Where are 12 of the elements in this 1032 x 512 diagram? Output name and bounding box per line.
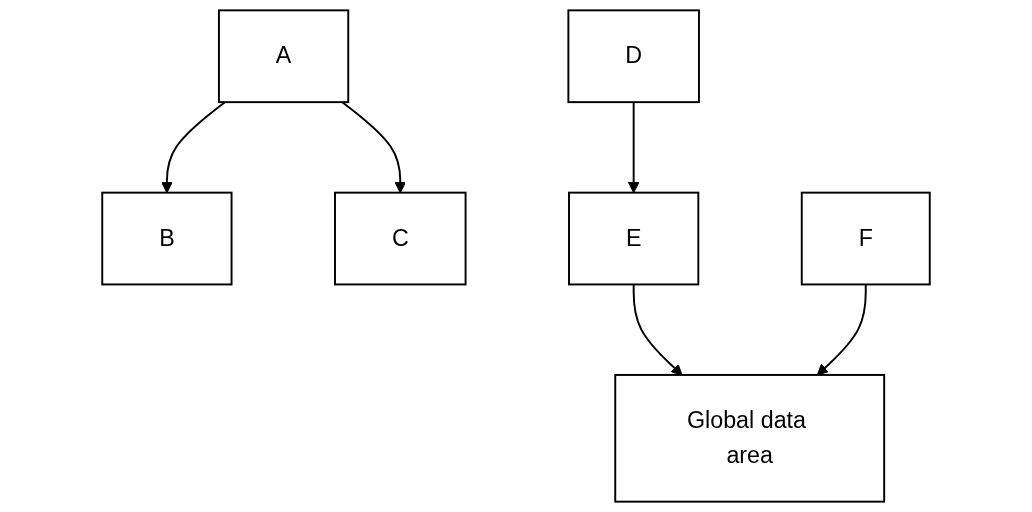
arrow bbox=[628, 101, 640, 194]
arrow bbox=[341, 101, 406, 194]
arrow bbox=[161, 101, 226, 194]
node-box: Global data area bbox=[614, 373, 886, 503]
node-box: B bbox=[101, 191, 233, 286]
node-box: E bbox=[568, 191, 700, 286]
arrow bbox=[632, 283, 683, 376]
node-box: F bbox=[800, 191, 931, 286]
node-box: C bbox=[334, 191, 467, 286]
node-box: D bbox=[567, 9, 700, 104]
node-box: A bbox=[217, 9, 350, 104]
arrow bbox=[816, 283, 867, 376]
